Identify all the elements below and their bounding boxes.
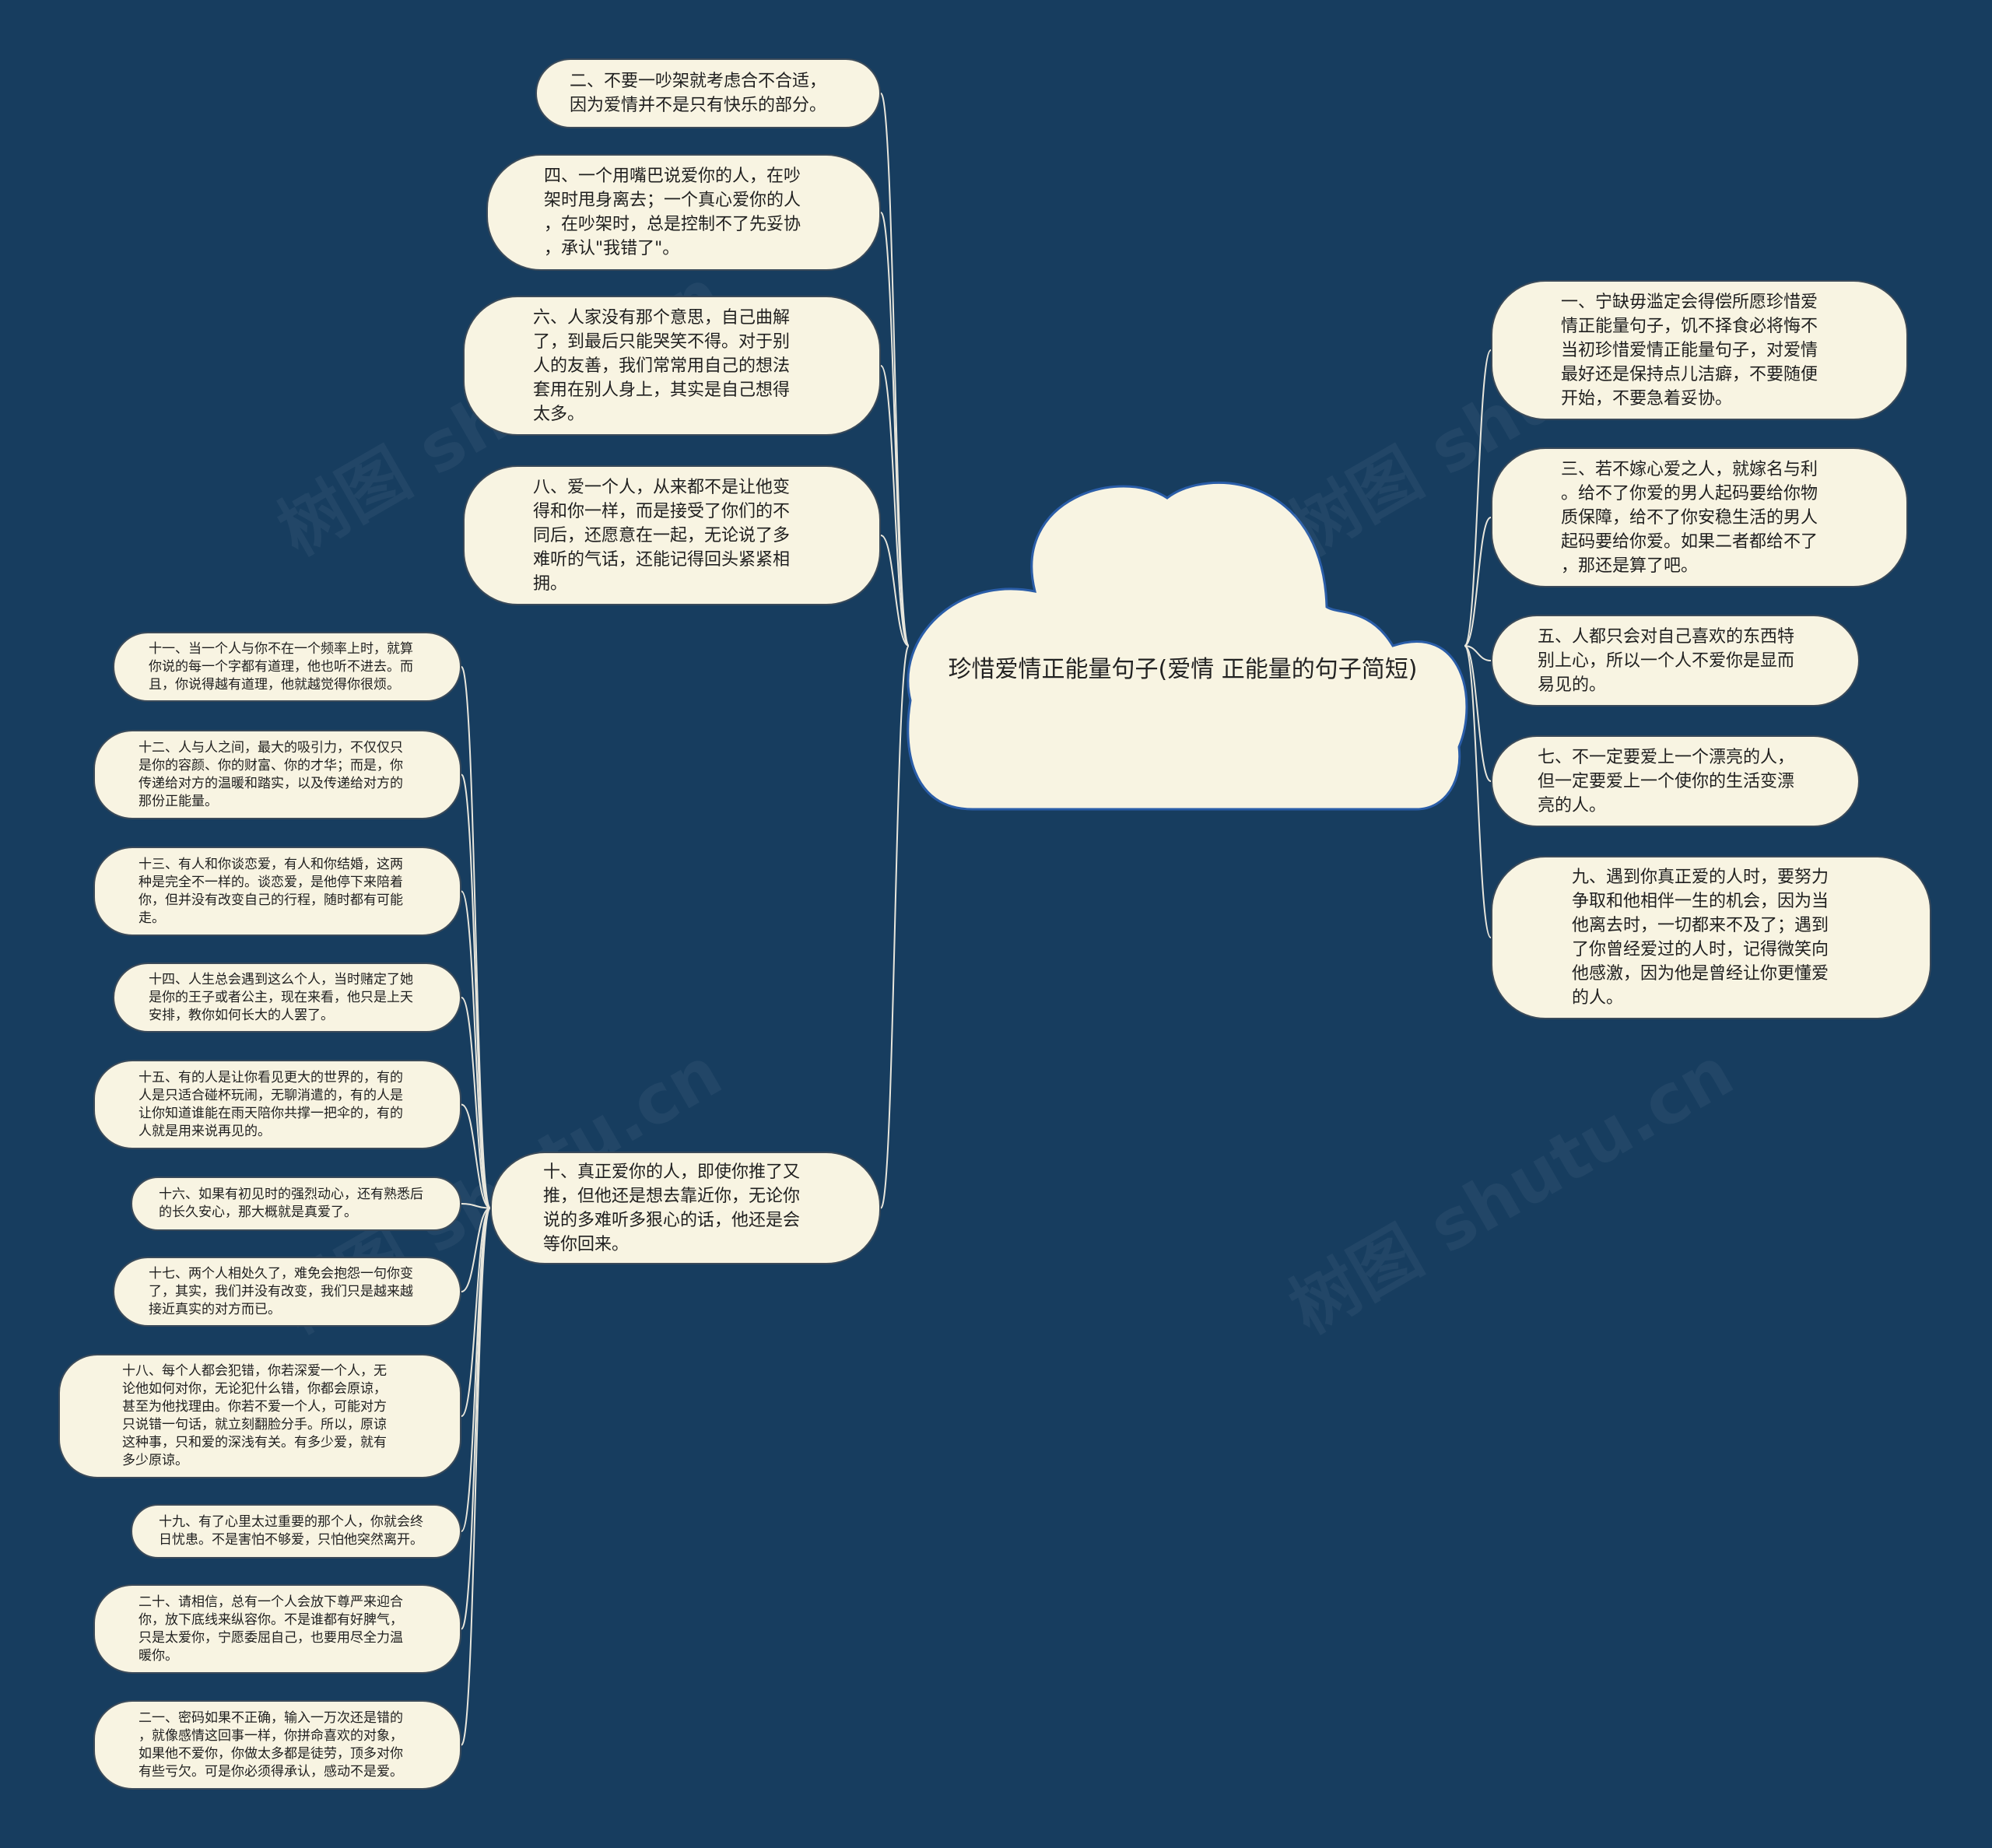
central-topic-title: 珍惜爱情正能量句子(爱情 正能量的句子简短) — [948, 656, 1418, 683]
subtopic-node[interactable]: 十二、人与人之间，最大的吸引力，不仅仅只 是你的容颜、你的财富、你的才华；而是，… — [93, 730, 461, 819]
connector-line — [1464, 517, 1492, 647]
subtopic-node[interactable]: 十三、有人和你谈恋爱，有人和你结婚，这两 种是完全不一样的。谈恋爱，是他停下来陪… — [93, 847, 461, 936]
subtopic-node[interactable]: 十六、如果有初见时的强烈动心，还有熟悉后 的长久安心，那大概就是真爱了。 — [131, 1176, 461, 1231]
subtopic-node[interactable]: 十五、有的人是让你看见更大的世界的，有的 人是只适合碰杯玩闹，无聊消遣的，有的人… — [93, 1060, 461, 1149]
topic-node[interactable]: 一、宁缺毋滥定会得偿所愿珍惜爱 情正能量句子，饥不择食必将悔不 当初珍惜爱情正能… — [1491, 280, 1908, 420]
central-cloud[interactable] — [907, 481, 1468, 811]
subtopic-node[interactable]: 二十、请相信，总有一个人会放下尊严来迎合 你，放下底线来纵容你。不是谁都有好脾气… — [93, 1584, 461, 1674]
subtopic-node[interactable]: 二一、密码如果不正确，输入一万次还是错的 ，就像感情这回事一样，你拼命喜欢的对象… — [93, 1700, 461, 1790]
connector-line — [880, 212, 910, 647]
subtopic-node[interactable]: 十四、人生总会遇到这么个人，当时赌定了她 是你的王子或者公主，现在来看，他只是上… — [113, 963, 461, 1033]
topic-node[interactable]: 五、人都只会对自己喜欢的东西特 别上心，所以一个人不爱你是显而 易见的。 — [1491, 615, 1860, 707]
connector-line — [461, 1203, 491, 1209]
connector-line — [461, 1207, 491, 1292]
topic-node[interactable]: 九、遇到你真正爱的人时，要努力 争取和他相伴一生的机会，因为当 他离去时，一切都… — [1491, 856, 1931, 1019]
connector-line — [880, 365, 910, 647]
connector-line — [461, 1207, 491, 1630]
connector-line — [1464, 645, 1492, 661]
topic-node[interactable]: 六、人家没有那个意思，自己曲解 了，到最后只能哭笑不得。对于别 人的友善，我们常… — [463, 296, 881, 436]
topic-node[interactable]: 七、不一定要爱上一个漂亮的人， 但一定要爱上一个使你的生活变漂 亮的人。 — [1491, 735, 1860, 827]
connector-line — [461, 1103, 491, 1209]
subtopic-node[interactable]: 十七、两个人相处久了，难免会抱怨一句你变 了，其实，我们并没有改变，我们只是越来… — [113, 1257, 461, 1327]
connector-line — [880, 535, 910, 647]
connector-line — [880, 645, 910, 1209]
connector-line — [1464, 645, 1492, 782]
connector-line — [461, 773, 491, 1209]
subtopic-node[interactable]: 十一、当一个人与你不在一个频率上时，就算 你说的每一个字都有道理，他也听不进去。… — [113, 632, 461, 702]
subtopic-node[interactable]: 十九、有了心里太过重要的那个人，你就会终 日忧患。不是害怕不够爱，只怕他突然离开… — [131, 1504, 461, 1559]
subtopic-node[interactable]: 十八、每个人都会犯错，你若深爱一个人，无 论他如何对你，无论犯什么错，你都会原谅… — [58, 1354, 461, 1478]
connector-line — [461, 997, 491, 1209]
topic-node[interactable]: 四、一个用嘴巴说爱你的人，在吵 架时甩身离去；一个真心爱你的人 ，在吵架时，总是… — [486, 154, 881, 271]
topic-node[interactable]: 八、爱一个人，从来都不是让他变 得和你一样，而是接受了你们的不 同后，还愿意在一… — [463, 465, 881, 605]
connector-line — [461, 1207, 491, 1417]
connector-line — [1464, 645, 1492, 938]
connector-line — [461, 1207, 491, 1746]
topic-node[interactable]: 十、真正爱你的人，即使你推了又 推，但他还是想去靠近你，无论你 说的多难听多狠心… — [490, 1152, 881, 1264]
connector-line — [880, 93, 910, 647]
topic-node[interactable]: 二、不要一吵架就考虑合不合适， 因为爱情并不是只有快乐的部分。 — [535, 58, 881, 128]
connector-line — [461, 890, 491, 1209]
topic-node[interactable]: 三、若不嫁心爱之人，就嫁名与利 。给不了你爱的男人起码要给你物 质保障，给不了你… — [1491, 447, 1908, 587]
connector-line — [1464, 349, 1492, 647]
connector-line — [461, 666, 491, 1209]
